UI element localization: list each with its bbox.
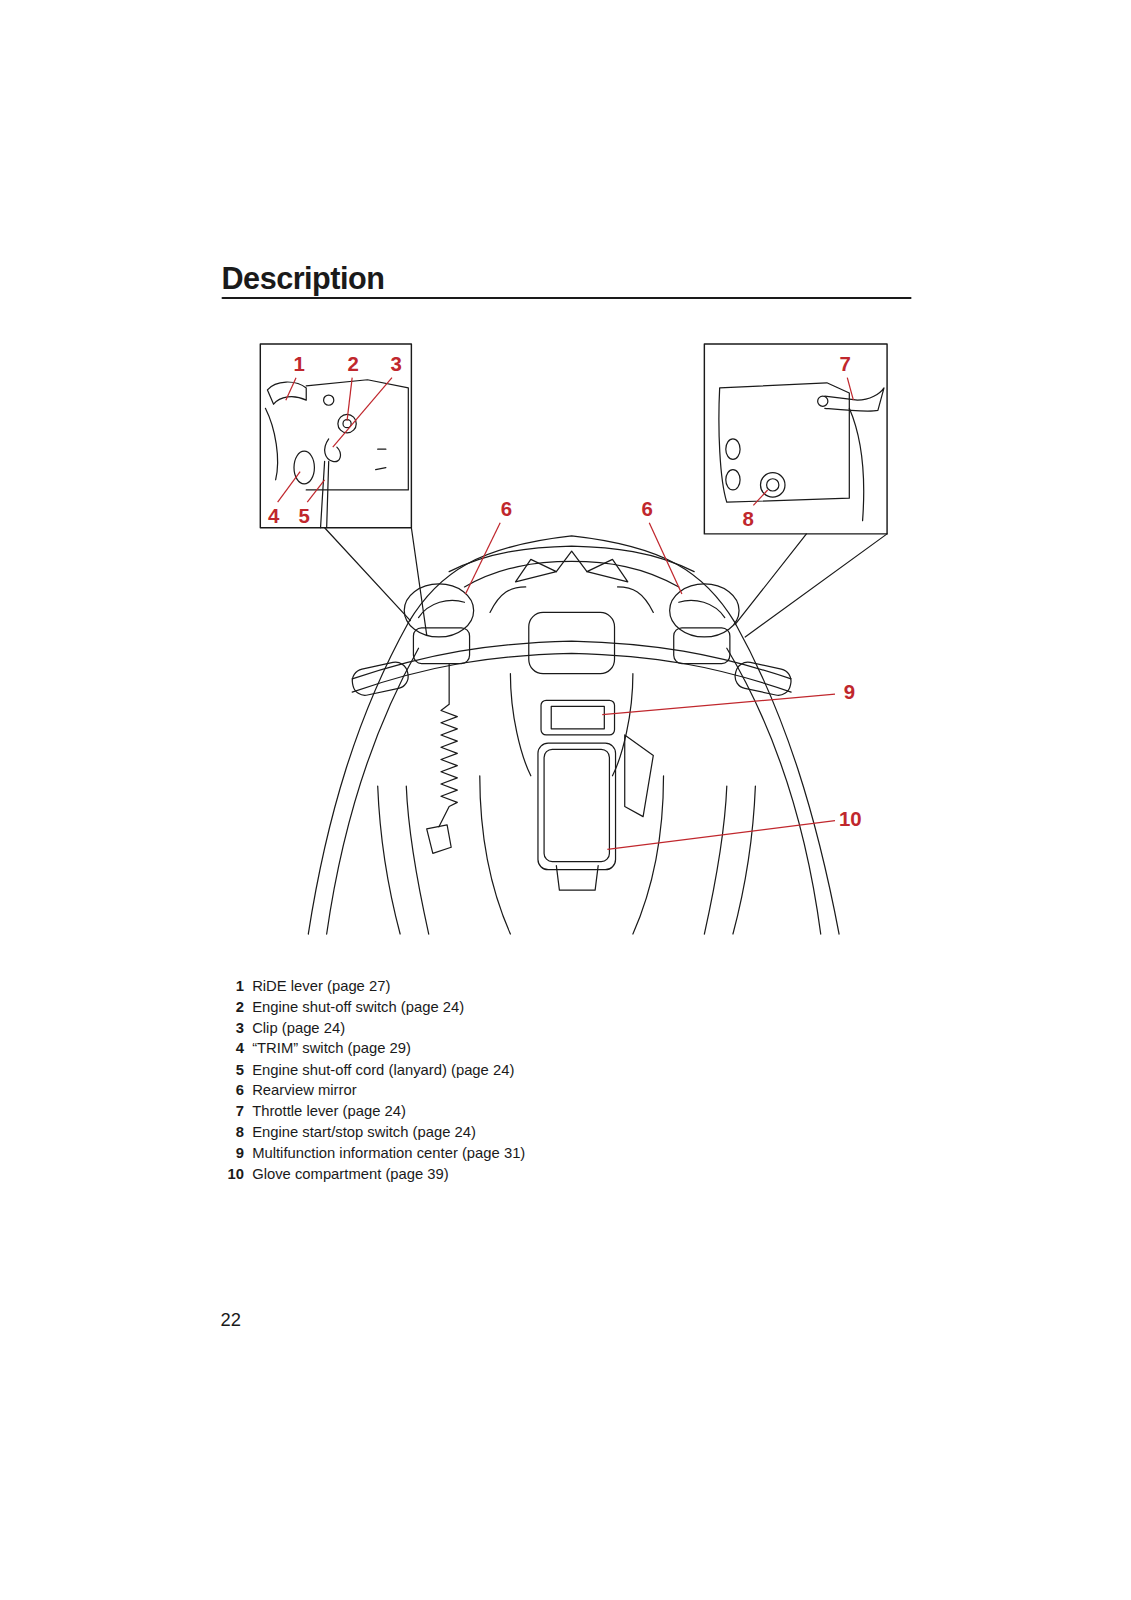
part-name: Throttle lever (page 24) [252, 1104, 406, 1119]
part-name: Engine shut-off switch (page 24) [252, 1000, 464, 1015]
part-name: Multifunction information center (page 3… [252, 1146, 525, 1161]
page-heading: Description [222, 261, 385, 296]
legend-number: 5 [213, 1062, 244, 1077]
part-name: Engine shut-off cord (lanyard) (page 24) [252, 1062, 514, 1077]
page-number: 22 [220, 1311, 240, 1329]
part-name: Clip (page 24) [252, 1021, 345, 1036]
legend-number: 9 [213, 1146, 244, 1161]
part-name: Glove compartment (page 39) [252, 1166, 449, 1181]
callout-number: 4 [268, 505, 279, 525]
callout-number: 7 [840, 353, 851, 373]
legend-number: 10 [213, 1166, 244, 1181]
part-name: Rearview mirror [252, 1083, 356, 1098]
callout-number: 6 [501, 498, 512, 518]
legend-number: 3 [213, 1021, 244, 1036]
callout-number: 9 [844, 682, 855, 702]
callout-number: 10 [839, 808, 862, 828]
part-name: Engine start/stop switch (page 24) [252, 1125, 476, 1140]
callout-number: 8 [743, 508, 754, 528]
legend-number: 1 [213, 979, 244, 994]
callout-number: 5 [299, 505, 310, 525]
callout-number: 6 [642, 498, 653, 518]
legend-number: 2 [213, 1000, 244, 1015]
legend-number: 7 [213, 1104, 244, 1119]
legend-number: 8 [213, 1125, 244, 1140]
callout-number: 1 [293, 353, 304, 373]
callout-number: 2 [348, 353, 359, 373]
part-name: RiDE lever (page 27) [252, 979, 390, 994]
part-name: “TRIM” switch (page 29) [252, 1041, 411, 1056]
legend-number: 4 [213, 1041, 244, 1056]
callout-number: 3 [390, 353, 401, 373]
legend-number: 6 [213, 1083, 244, 1098]
